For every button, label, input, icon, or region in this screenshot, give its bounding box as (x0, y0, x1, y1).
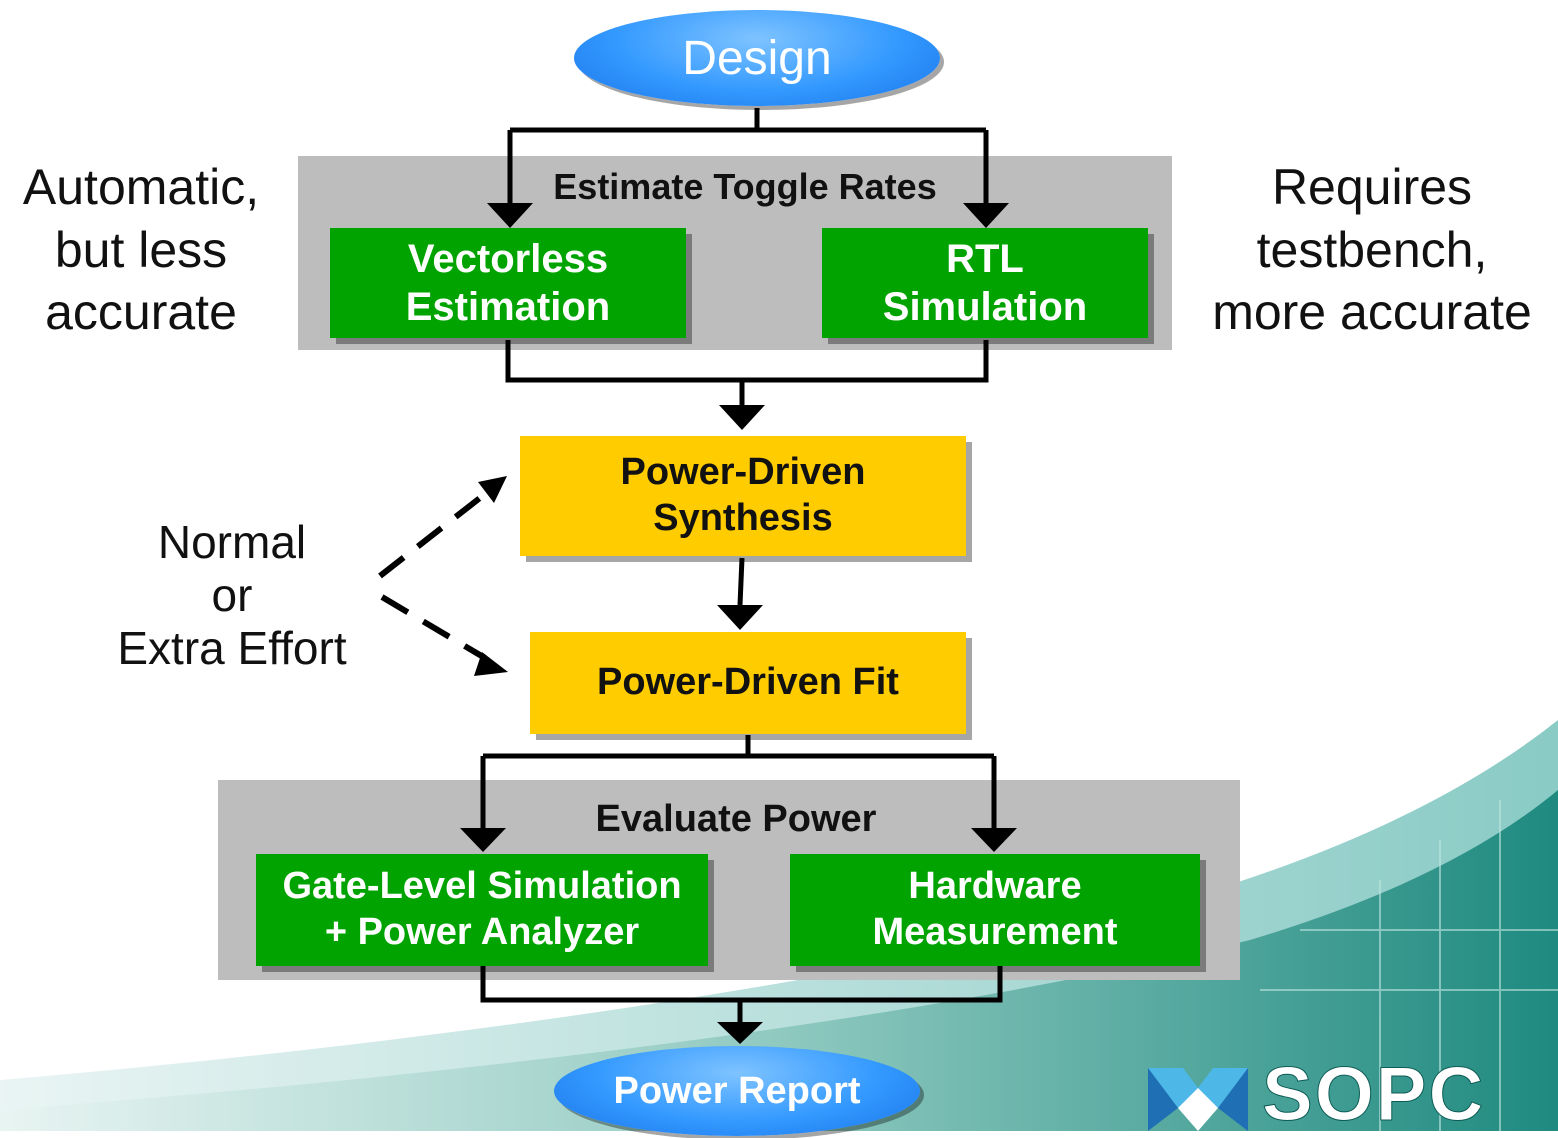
right-note-line-3: more accurate (1212, 284, 1532, 340)
left-note-line-1: Automatic, (22, 159, 260, 215)
power-report-label: Power Report (613, 1069, 861, 1112)
hardware-line-2: Measurement (872, 911, 1118, 953)
effort-line-1: Normal (157, 516, 307, 568)
vectorless-line-1: Vectorless (407, 237, 609, 281)
design-node: Design (574, 10, 940, 106)
power-driven-fit-box: Power-Driven Fit (530, 632, 966, 734)
gate-level-line-2: + Power Analyzer (324, 911, 640, 953)
effort-note: Normal or Extra Effort (96, 516, 368, 675)
rtl-line-1: RTL (946, 237, 1024, 281)
gate-level-simulation-box: Gate-Level Simulation + Power Analyzer (256, 854, 708, 966)
synthesis-line-2: Synthesis (653, 497, 833, 539)
effort-line-3: Extra Effort (117, 621, 347, 674)
rtl-simulation-box: RTL Simulation (822, 228, 1148, 338)
synthesis-line-1: Power-Driven (620, 451, 866, 494)
hardware-measurement-box: Hardware Measurement (790, 854, 1200, 966)
right-note-line-1: Requires (1271, 159, 1473, 215)
sopc-logo: SOPC (1148, 1052, 1538, 1138)
hardware-line-1: Hardware (908, 865, 1082, 908)
toggle-panel-title: Estimate Toggle Rates (553, 166, 937, 207)
left-note-line-3: accurate (45, 284, 237, 340)
vectorless-estimation-box: Vectorless Estimation (330, 228, 686, 338)
rtl-line-2: Simulation (882, 285, 1088, 329)
sopc-logo-mark (1148, 1068, 1248, 1131)
evaluate-panel-title: Evaluate Power (595, 798, 877, 840)
gate-level-line-1: Gate-Level Simulation (282, 865, 682, 908)
right-note-line-2: testbench, (1256, 221, 1488, 278)
design-label: Design (682, 31, 832, 85)
power-driven-synthesis-box: Power-Driven Synthesis (520, 436, 966, 556)
power-report-node: Power Report (554, 1046, 920, 1136)
sopc-logo-text: SOPC (1261, 1052, 1486, 1138)
fit-label: Power-Driven Fit (597, 661, 899, 704)
right-accuracy-note: Requires testbench, more accurate (1190, 156, 1554, 344)
left-accuracy-note: Automatic, but less accurate (0, 156, 282, 344)
vectorless-line-2: Estimation (405, 285, 611, 329)
left-note-line-2: but less (54, 221, 228, 278)
effort-line-2: or (211, 568, 253, 621)
